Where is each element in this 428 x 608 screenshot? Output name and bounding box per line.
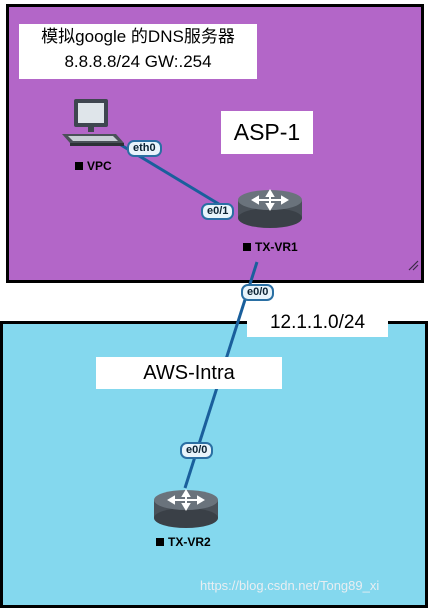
subnet-label: 12.1.1.0/24	[247, 309, 388, 337]
description-line-1: 模拟google 的DNS服务器	[41, 27, 235, 46]
description-line-2: 8.8.8.8/24 GW:.254	[64, 52, 212, 71]
port-vpc-eth0[interactable]: eth0	[127, 140, 162, 157]
watermark: https://blog.csdn.net/Tong89_xi	[200, 578, 380, 593]
tx-vr2-label: TX-VR2	[156, 535, 211, 549]
port-vr1-e0-0[interactable]: e0/0	[241, 284, 275, 301]
pc-icon	[62, 99, 124, 146]
port-vr2-e0-0[interactable]: e0/0	[180, 442, 214, 459]
router-icon	[154, 489, 218, 528]
router-icon	[238, 189, 302, 228]
zone-description: 模拟google 的DNS服务器 8.8.8.8/24 GW:.254	[19, 24, 257, 79]
zone-name-aws: AWS-Intra	[96, 357, 282, 389]
resize-handle-icon[interactable]	[407, 259, 419, 271]
vpc-node[interactable]	[60, 96, 126, 152]
port-vr1-e0-1[interactable]: e0/1	[201, 203, 235, 220]
vpc-label: VPC	[75, 159, 112, 173]
tx-vr2-node[interactable]	[153, 488, 219, 530]
tx-vr1-node[interactable]	[237, 188, 303, 230]
tx-vr1-label: TX-VR1	[243, 240, 298, 254]
zone-name-asp: ASP-1	[221, 111, 313, 154]
